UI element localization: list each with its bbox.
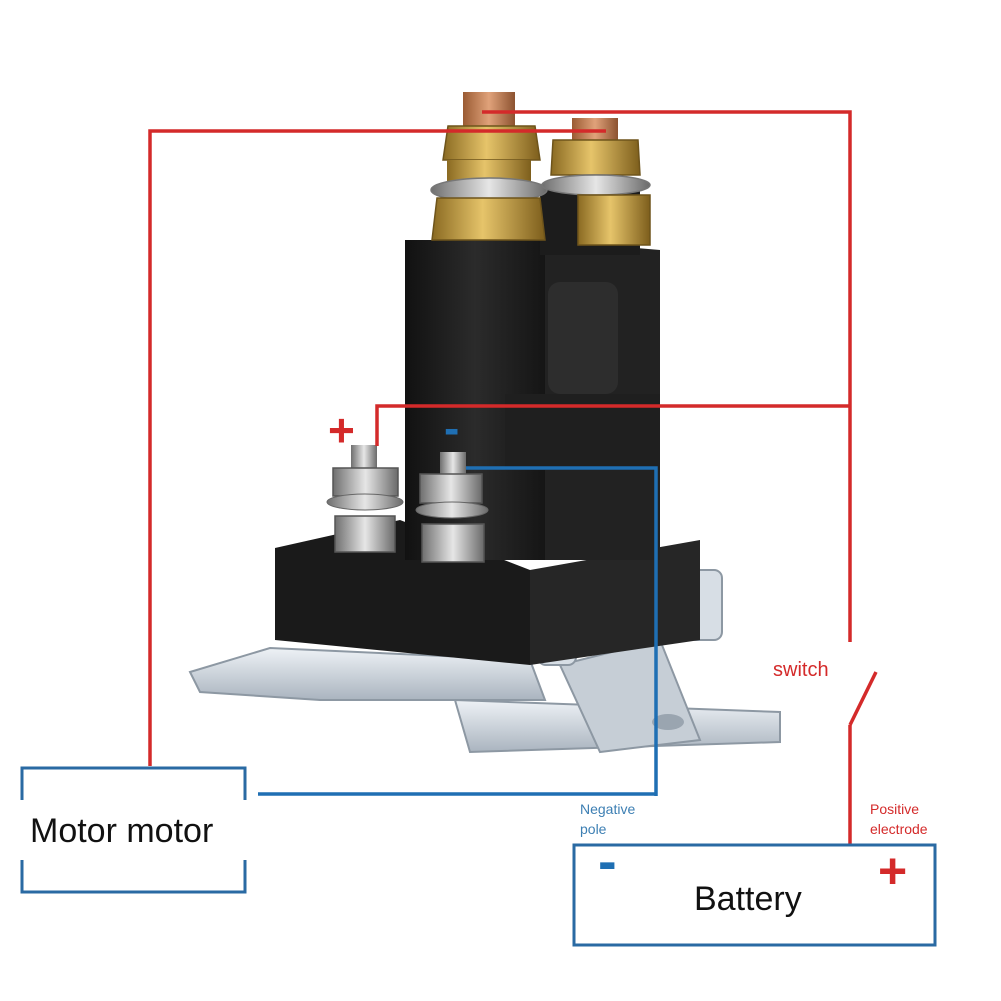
- motor-label: Motor motor: [30, 812, 213, 850]
- wiring: [148, 110, 878, 845]
- battery-box: Battery - +: [572, 829, 937, 947]
- wire-coil-positive: [375, 404, 850, 446]
- relay-solenoid-icon: [188, 92, 781, 754]
- battery-minus-sign: -: [598, 829, 617, 892]
- switch-lever: [848, 671, 878, 726]
- positive-electrode-label-line2: electrode: [870, 821, 928, 837]
- wire-coil-negative: [466, 466, 658, 796]
- wire-motor-to-terminal: [148, 129, 606, 766]
- positive-electrode-label-line1: Positive: [870, 801, 919, 817]
- motor-box: Motor motor: [20, 766, 247, 894]
- negative-pole-label-line2: pole: [580, 821, 607, 837]
- battery-label: Battery: [694, 880, 802, 918]
- mounting-bracket: [188, 569, 781, 754]
- negative-pole-label-line1: Negative: [580, 801, 635, 817]
- coil-terminal-positive: [326, 445, 404, 553]
- coil-minus-sign: -: [444, 402, 459, 454]
- wire-terminal-to-switch: [482, 110, 852, 642]
- battery-plus-sign: +: [878, 843, 907, 899]
- switch-label: switch: [773, 659, 829, 681]
- main-terminal-left: [430, 92, 548, 241]
- coil-terminal-negative: [415, 452, 489, 563]
- coil-plus-sign: +: [328, 404, 355, 456]
